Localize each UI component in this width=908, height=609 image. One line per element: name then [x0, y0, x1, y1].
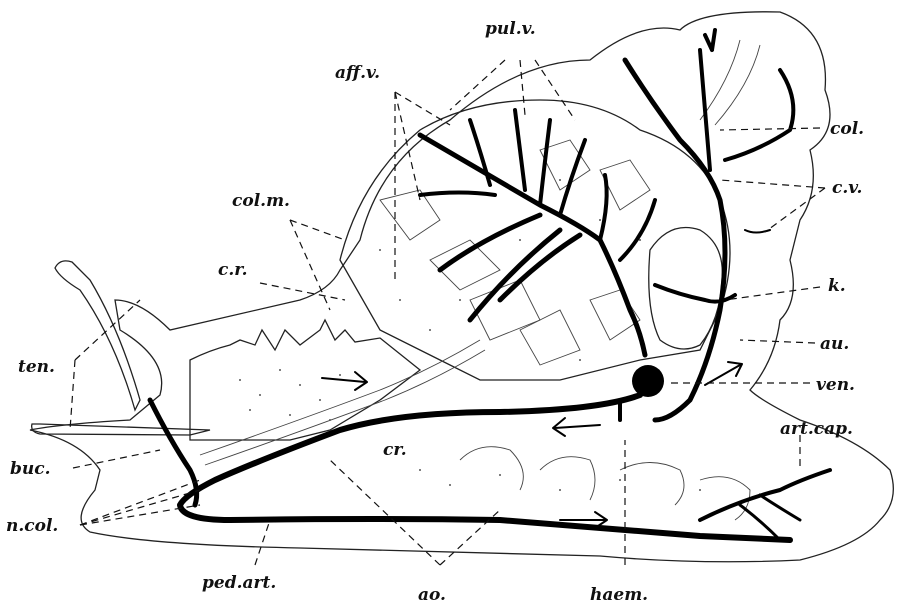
label-c-v: c.v.: [832, 178, 862, 198]
tentacle-outline: [55, 261, 140, 410]
columellar-muscle: [200, 40, 760, 465]
viscera-outline: [460, 447, 750, 520]
pulmonary-vein-tree: [420, 110, 655, 355]
ventricle: [632, 365, 664, 397]
label-col: col.: [830, 119, 864, 139]
leader-lines: [70, 60, 825, 565]
label-ven: ven.: [816, 375, 855, 395]
label-pul-v: pul.v.: [485, 19, 536, 39]
label-cr: cr.: [383, 440, 407, 460]
lung-vessel-network: [380, 140, 650, 365]
label-au: au.: [820, 334, 849, 354]
label-ped-art: ped.art.: [202, 573, 276, 593]
label-haem: haem.: [590, 585, 648, 605]
label-ao: ao.: [418, 585, 446, 605]
label-ten: ten.: [18, 357, 55, 377]
label-c-r: c.r.: [218, 260, 248, 280]
foot-outline: [30, 12, 893, 562]
label-col-m: col.m.: [232, 191, 290, 211]
label-aff-v: aff.v.: [335, 63, 380, 83]
label-buc: buc.: [10, 459, 51, 479]
label-k: k.: [828, 276, 846, 296]
arterial-system: [150, 395, 830, 540]
label-art-cap: art.cap.: [780, 419, 853, 439]
label-n-col: n.col.: [6, 516, 58, 536]
flow-arrows: [322, 230, 770, 528]
lung-outline: [340, 100, 730, 380]
